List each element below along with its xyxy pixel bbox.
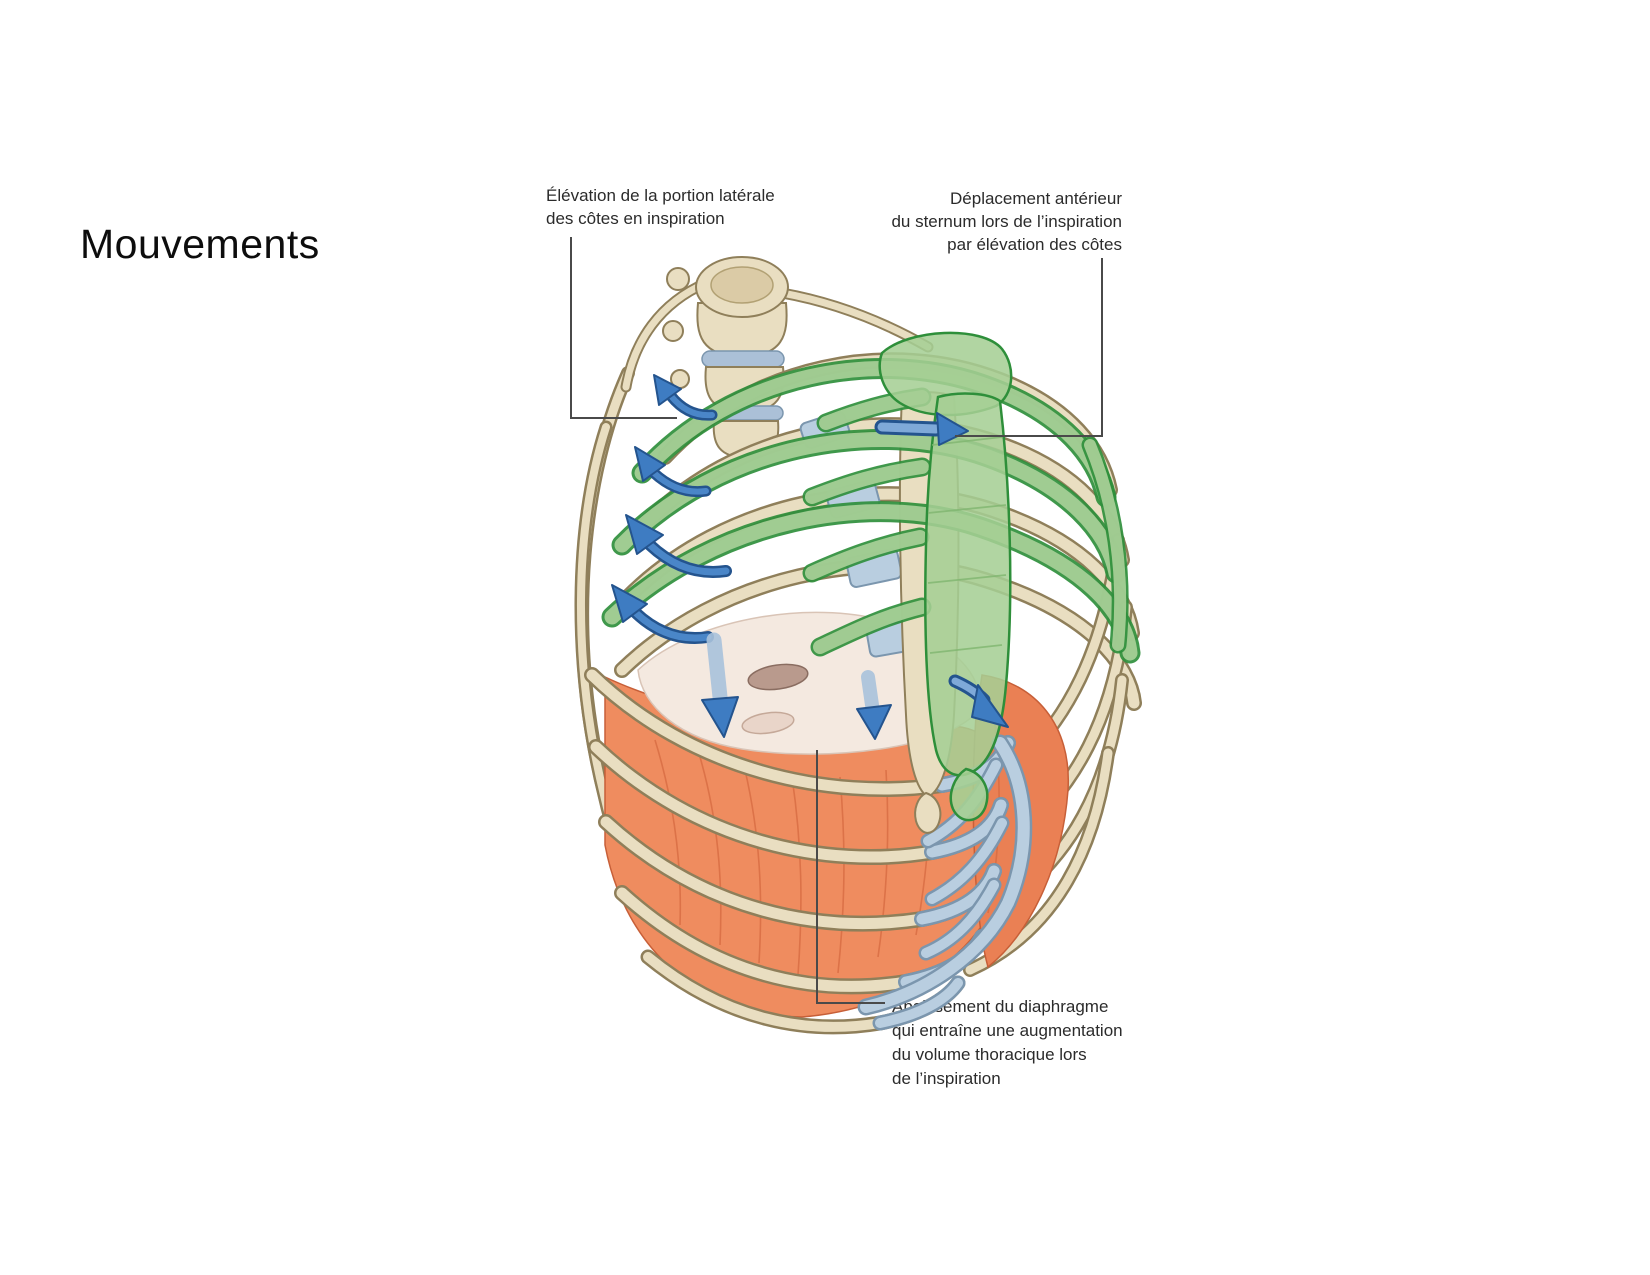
costal-margin-band	[860, 737, 1030, 1013]
label-line: du volume thoracique lors	[892, 1045, 1087, 1064]
diaphragm-descent-arrow-icon	[856, 670, 892, 740]
transverse-process	[666, 267, 690, 291]
rib-elevation-arrow-icon	[653, 374, 718, 421]
label-lateral-elevation: Élévation de la portion latérale des côt…	[546, 184, 775, 230]
transverse-process	[662, 320, 684, 342]
label-diaphragm-lowering: Abaissement du diaphragme qui entraîne u…	[892, 995, 1123, 1091]
costal-expansion-arrow-icon	[948, 674, 1009, 728]
esophageal-opening	[741, 711, 795, 735]
sternum-anterior-arrow-icon	[874, 412, 969, 446]
first-rib-left	[622, 279, 710, 391]
label-sternum-displacement: Déplacement antérieur du sternum lors de…	[891, 187, 1122, 256]
rib-elevation-arrow-icon	[634, 446, 712, 498]
cartilage-finger	[927, 818, 1007, 904]
label-line: qui entraîne une augmentation	[892, 1021, 1123, 1040]
label-line: des côtes en inspiration	[546, 209, 725, 228]
label-line: Déplacement antérieur	[950, 189, 1122, 208]
costal-cartilage	[916, 865, 1000, 925]
callout-line-sternum-displacement	[955, 258, 1103, 437]
sternum-green	[802, 331, 1013, 822]
page-title: Mouvements	[80, 221, 320, 267]
xiphoid-bone	[914, 791, 942, 834]
sternebrae-lines	[927, 436, 1007, 654]
green-rib-stub	[805, 530, 927, 580]
green-rib-stub	[813, 600, 929, 654]
callout-line-diaphragm-lowering	[816, 750, 885, 1004]
intervertebral-disc	[701, 350, 785, 368]
label-line: par élévation des côtes	[947, 235, 1122, 254]
label-line: Élévation de la portion latérale	[546, 186, 775, 205]
diaphragm-descent-arrow-icon	[701, 632, 739, 738]
cartilage-finger	[921, 880, 999, 958]
green-rib-stub	[805, 460, 929, 504]
callout-line-lateral-elevation	[570, 237, 677, 419]
label-line: de l’inspiration	[892, 1069, 1001, 1088]
thorax-art	[574, 256, 1142, 1035]
costal-cartilage	[875, 978, 963, 1028]
caval-opening	[747, 663, 809, 691]
rib-elevation-arrow-icon	[611, 584, 714, 644]
rib-elevation-arrow-icon	[625, 514, 732, 578]
xiphoid-green	[949, 767, 989, 822]
costal-cartilage	[926, 799, 1007, 858]
elevated-rib-side	[1084, 439, 1127, 651]
vertebra-endplate	[710, 266, 774, 304]
label-line: du sternum lors de l’inspiration	[891, 212, 1122, 231]
